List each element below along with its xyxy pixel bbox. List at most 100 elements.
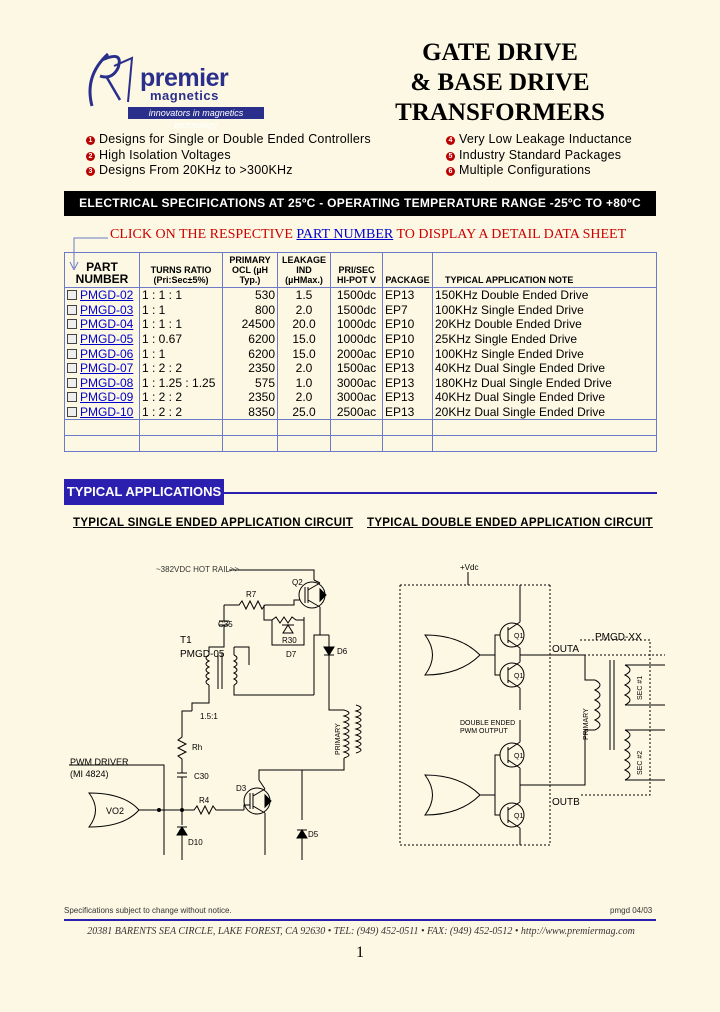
single-ended-title: TYPICAL SINGLE ENDED APPLICATION CIRCUIT — [73, 517, 354, 529]
logo-tagline: innovators in magnetics technology — [128, 107, 264, 130]
label-primary: PRIMARY — [335, 723, 342, 755]
page-number: 1 — [356, 944, 364, 961]
col-leakage-ind: LEAKAGE IND (µHMax.) — [277, 252, 331, 288]
typical-applications-tab: TYPICAL APPLICATIONS — [64, 479, 224, 505]
spec-table: PART NUMBER TURNS RATIO (Pri:Sec±5%) PRI… — [64, 252, 657, 452]
label-vdc: +Vdc — [460, 563, 478, 572]
table-row: PMGD-03 1 : 1 800 2.0 1500dc EP7 100KHz … — [64, 302, 657, 318]
datasheet-icon — [67, 407, 77, 418]
label-r4: R4 — [199, 796, 210, 805]
label-vo2: VO2 — [106, 806, 124, 816]
part-link[interactable]: PMGD-08 — [80, 375, 134, 390]
section-rule — [64, 492, 657, 494]
table-row: PMGD-05 1 : 0.67 6200 15.0 1000dc EP10 2… — [64, 331, 657, 347]
company-logo — [80, 46, 270, 122]
bullet-5-icon: 5 — [446, 151, 455, 161]
label-outa: OUTA — [552, 644, 579, 655]
title-line-2: & BASE DRIVE — [410, 69, 590, 96]
table-row: PMGD-08 1 : 1.25 : 1.25 575 1.0 3000ac E… — [64, 375, 657, 391]
table-empty-row — [64, 419, 657, 436]
part-cell[interactable]: PMGD-03 — [64, 302, 140, 318]
label-rh: Rh — [192, 743, 202, 752]
table-row: PMGD-07 1 : 2 : 2 2350 2.0 1500ac EP13 4… — [64, 360, 657, 376]
label-pwm: PWM DRIVER — [70, 757, 129, 767]
title-line-3: TRANSFORMERS — [395, 99, 605, 126]
datasheet-icon — [67, 290, 77, 301]
label-d6: D6 — [337, 647, 348, 656]
logo-name: premier — [140, 64, 229, 92]
label-q1b: Q1 — [514, 673, 523, 680]
col-part-number: PART NUMBER — [64, 252, 140, 288]
table-row: PMGD-02 1 : 1 : 1 530 1.5 1500dc EP13 15… — [64, 287, 657, 303]
part-cell[interactable]: PMGD-08 — [64, 375, 140, 391]
label-d3: D3 — [236, 784, 247, 793]
label-c30: C30 — [194, 772, 209, 781]
datasheet-icon — [67, 304, 77, 315]
table-empty-row — [64, 434, 657, 452]
bullet-1-icon: 1 — [86, 136, 95, 145]
part-cell[interactable]: PMGD-07 — [64, 360, 140, 376]
part-cell[interactable]: PMGD-05 — [64, 331, 140, 347]
label-t1-part: PMGD-05 — [180, 649, 225, 660]
double-ended-title: TYPICAL DOUBLE ENDED APPLICATION CIRCUIT — [367, 517, 653, 529]
datasheet-icon — [67, 334, 77, 345]
table-row: PMGD-04 1 : 1 : 1 24500 20.0 1000dc EP10… — [64, 317, 657, 332]
label-d7: D7 — [286, 650, 297, 659]
col-hipot: PRI/SEC HI-POT V — [330, 252, 383, 288]
click-instruction: CLICK ON THE RESPECTIVE PART NUMBER TO D… — [110, 227, 627, 242]
label-q1a: Q1 — [514, 633, 523, 640]
footer-rule — [64, 919, 656, 921]
datasheet-icon — [67, 363, 77, 374]
label-rail: ~382VDC HOT RAIL>> — [156, 565, 240, 574]
datasheet-icon — [67, 392, 77, 403]
part-link[interactable]: PMGD-09 — [80, 390, 134, 405]
label-c35: C35 — [218, 620, 233, 629]
part-link[interactable]: PMGD-05 — [80, 332, 134, 347]
label-t1: T1 — [180, 635, 192, 646]
label-r7: R7 — [246, 590, 257, 599]
bullet-4-icon: 4 — [446, 136, 455, 145]
doc-id: pmgd 04/03 — [610, 906, 653, 915]
datasheet-icon — [67, 348, 77, 359]
double-ended-circuit-diagram: +Vdc OUTA OUTB PMGD-XX DOUBLE ENDED PWM … — [399, 563, 665, 846]
label-q1c: Q1 — [514, 753, 523, 760]
label-q2: Q2 — [292, 578, 303, 587]
label-pmgd-xx: PMGD-XX — [595, 632, 642, 643]
table-row: PMGD-06 1 : 1 6200 15.0 2000ac EP10 100K… — [64, 346, 657, 361]
part-link[interactable]: PMGD-07 — [80, 361, 134, 376]
part-link[interactable]: PMGD-04 — [80, 317, 134, 332]
part-cell[interactable]: PMGD-02 — [64, 287, 140, 303]
part-cell[interactable]: PMGD-09 — [64, 390, 140, 405]
part-cell[interactable]: PMGD-04 — [64, 317, 140, 332]
label-sec1: SEC #1 — [637, 676, 644, 700]
table-header: PART NUMBER TURNS RATIO (Pri:Sec±5%) PRI… — [64, 252, 657, 288]
label-sec2: SEC #2 — [637, 751, 644, 775]
datasheet-icon — [67, 319, 77, 330]
label-pwm-ic: (MI 4824) — [70, 769, 109, 779]
table-row: PMGD-10 1 : 2 : 2 8350 25.0 2500ac EP13 … — [64, 404, 657, 420]
part-link[interactable]: PMGD-03 — [80, 302, 134, 317]
label-d5: D5 — [308, 830, 319, 839]
single-ended-circuit-diagram: ~382VDC HOT RAIL>> Q2 R7 C35 R30 D7 D6 T… — [69, 565, 362, 860]
part-link[interactable]: PMGD-10 — [80, 405, 134, 420]
col-primary-ocl: PRIMARY OCL (µH Typ.) — [222, 252, 278, 288]
spec-bar: ELECTRICAL SPECIFICATIONS AT 25ºC - OPER… — [64, 191, 656, 216]
label-q1d: Q1 — [514, 813, 523, 820]
col-application: TYPICAL APPLICATION NOTE — [432, 252, 657, 288]
label-ratio: 1.5:1 — [200, 712, 218, 721]
page-title: GATE DRIVE & BASE DRIVE TRANSFORMERS — [380, 38, 620, 128]
part-number-link[interactable]: PART NUMBER — [296, 227, 394, 242]
part-link[interactable]: PMGD-06 — [80, 346, 134, 361]
bullet-2-icon: 2 — [86, 151, 95, 161]
part-cell[interactable]: PMGD-06 — [64, 346, 140, 361]
label-pwm-2: PWM OUTPUT — [460, 728, 509, 735]
part-link[interactable]: PMGD-02 — [80, 288, 134, 303]
label-d10: D10 — [188, 838, 203, 847]
logo-mark-icon — [88, 52, 134, 107]
part-cell[interactable]: PMGD-10 — [64, 404, 140, 420]
label-outb: OUTB — [552, 797, 580, 808]
